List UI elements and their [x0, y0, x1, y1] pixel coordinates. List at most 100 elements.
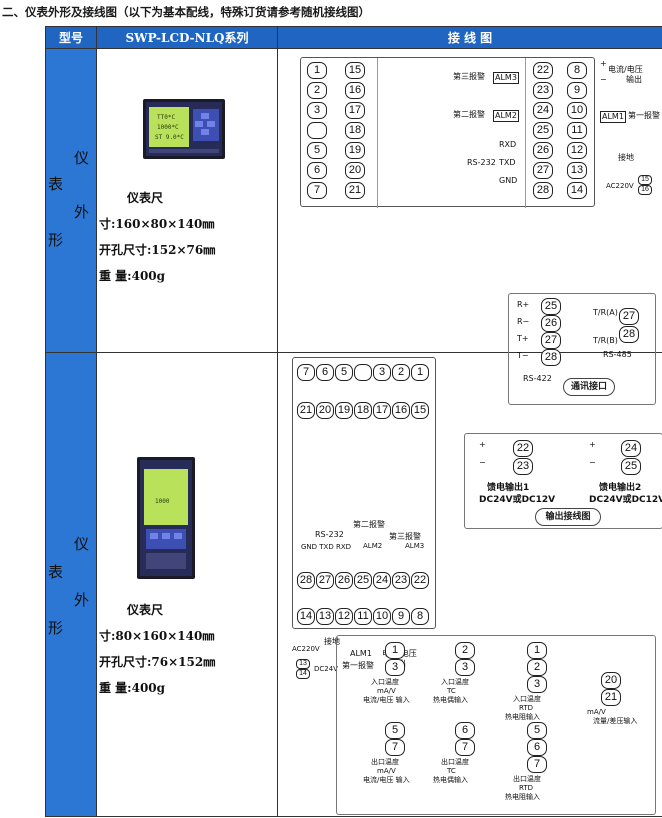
ac220-label: AC220V [292, 645, 320, 653]
side-char: 表 [48, 175, 64, 193]
terminal-label: 电流/电压 输入 [363, 776, 410, 784]
terminal: 23 [513, 458, 533, 475]
terminal: 8 [567, 62, 587, 79]
txd-label: TXD [499, 158, 516, 167]
terminal: 7 [297, 364, 315, 381]
terminal: 27 [541, 332, 561, 349]
terminal-label: RTD [519, 704, 534, 712]
terminal: 5 [385, 722, 405, 739]
gnd-label: GND [499, 176, 518, 185]
terminal: 28 [533, 182, 553, 199]
terminal-label: 流量/差压输入 [593, 717, 638, 725]
ground-label: 接地 [618, 153, 634, 162]
terminal-label: 入口温度 [371, 678, 399, 686]
terminal: 1 [385, 642, 405, 659]
model-cell: TT0*C 1000*C ST 9.0*C 仪表尺 寸:160×80×140㎜ … [96, 48, 278, 353]
terminal: 5 [335, 364, 353, 381]
terminal: 6 [307, 162, 327, 179]
terminal-label: mA/V [377, 687, 396, 695]
terminal-label: 出口温度 [371, 758, 399, 766]
terminal: 19 [345, 142, 365, 159]
terminal: 26 [335, 572, 353, 589]
terminal: 2 [455, 642, 475, 659]
spec-table: 型号 SWP-LCD-NLQ系列 接 线 图 仪 表 外 形 TT0*C 100… [45, 26, 662, 817]
terminal: 26 [533, 142, 553, 159]
terminal: 21 [601, 689, 621, 706]
side-label-cell: 仪 表 外 形 [45, 48, 97, 353]
weight: 重 量:400g [99, 269, 166, 283]
terminal: 21 [297, 402, 315, 419]
terminal-label: 入口温度 [513, 695, 541, 703]
terminal: 23 [533, 82, 553, 99]
alm1-label: ALM1 [350, 649, 372, 658]
feed-output-diagram: + − 22 23 馈电输出1 DC24V或DC12V + − 24 25 馈电… [464, 433, 662, 529]
terminal [307, 122, 327, 139]
device-specs: 仪表尺 寸:160×80×140㎜ 开孔尺寸:152×76㎜ 重 量:400g [99, 185, 215, 289]
terminal: 21 [345, 182, 365, 199]
side-char: 表 [48, 563, 64, 581]
alarm3-label: 第三报警 [389, 532, 421, 541]
device-specs: 仪表尺 寸:80×160×140㎜ 开孔尺寸:76×152㎜ 重 量:400g [99, 597, 215, 701]
terminal: 9 [392, 608, 410, 625]
size-value: 寸:160×80×140㎜ [99, 217, 215, 231]
terminal: 22 [411, 572, 429, 589]
terminal: 7 [527, 756, 547, 773]
terminal-label: TC [447, 767, 456, 775]
terminal: 27 [619, 308, 639, 325]
alarm2-label: 第二报警 [453, 110, 485, 119]
terminal: 6 [316, 364, 334, 381]
terminal: 18 [345, 122, 365, 139]
plus-sign: + [600, 59, 607, 68]
terminal: 8 [411, 608, 429, 625]
terminal-label: R− [517, 317, 530, 326]
ground-label: 接地 [324, 637, 340, 646]
terminal: 20 [316, 402, 334, 419]
terminal: 24 [533, 102, 553, 119]
terminal-label: 电流/电压 输入 [363, 696, 410, 704]
feed2-title: 馈电输出2 [599, 483, 642, 493]
minus-sign: − [589, 458, 596, 467]
terminal: 20 [601, 672, 621, 689]
lcd-text: 1000 [155, 498, 170, 505]
terminal: 25 [621, 458, 641, 475]
header-wiring: 接 线 图 [277, 26, 662, 49]
terminal: 14 [567, 182, 587, 199]
terminal-label: 出口温度 [513, 775, 541, 783]
terminal: 2 [307, 82, 327, 99]
terminal: 1 [307, 62, 327, 79]
terminal: 16 [638, 185, 652, 195]
terminal [354, 364, 372, 381]
gnd-txd-rxd-label: GND TXD RXD [301, 543, 352, 551]
terminal-label: R+ [517, 300, 530, 309]
terminal-label: 热电阻输入 [505, 793, 540, 801]
terminal: 27 [533, 162, 553, 179]
comm-caption: 通讯接口 [563, 378, 615, 396]
horizontal-meter-image: TT0*C 1000*C ST 9.0*C [143, 99, 225, 159]
weight: 重 量:400g [99, 681, 166, 695]
plus-sign: + [479, 440, 486, 449]
side-label-cell: 仪 表 外 形 [45, 352, 97, 817]
rs232-label: RS-232 [315, 530, 344, 539]
terminal: 12 [567, 142, 587, 159]
terminal-label: mA/V [587, 708, 606, 716]
terminal: 3 [307, 102, 327, 119]
terminal: 27 [316, 572, 334, 589]
terminal: 9 [567, 82, 587, 99]
terminal: 28 [619, 326, 639, 343]
header-series: SWP-LCD-NLQ系列 [96, 26, 278, 49]
alm3-label: ALM3 [405, 542, 425, 550]
output-label: 输出 [626, 75, 642, 84]
terminal: 11 [354, 608, 372, 625]
alarm3-label: 第三报警 [453, 72, 485, 81]
terminal: 1 [527, 642, 547, 659]
side-char: 形 [48, 619, 64, 637]
terminal: 15 [345, 62, 365, 79]
minus-sign: − [479, 458, 486, 467]
terminal: 24 [373, 572, 391, 589]
terminal: 3 [385, 659, 405, 676]
terminal: 19 [335, 402, 353, 419]
size-label: 仪表尺 [127, 191, 164, 205]
alm2-relay: ALM2 [493, 110, 519, 122]
